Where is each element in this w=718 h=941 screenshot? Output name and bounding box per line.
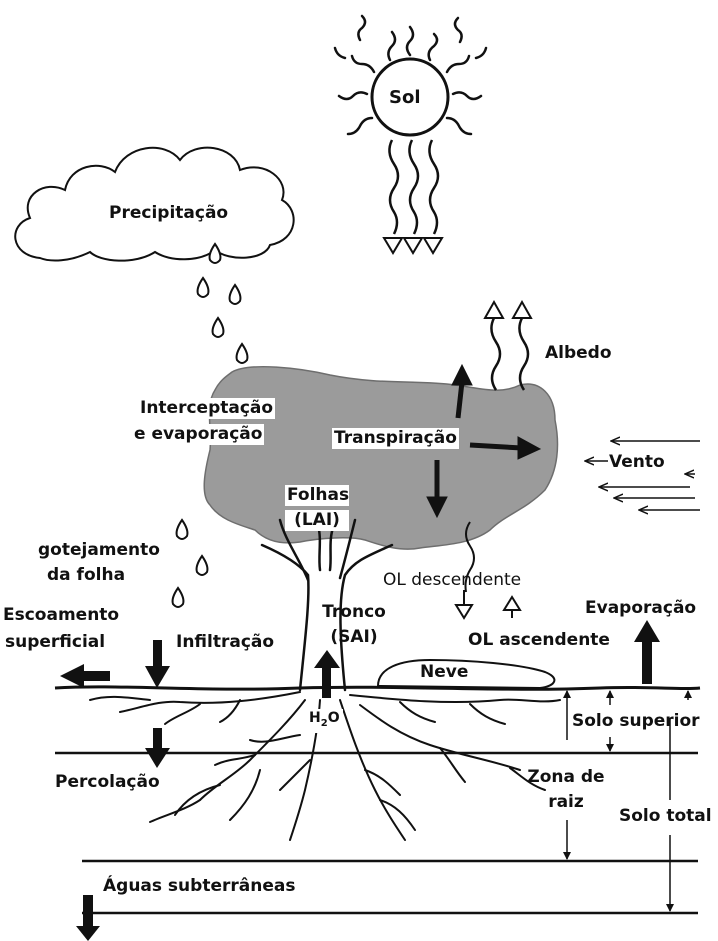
- interception-label: Interceptação: [138, 398, 275, 419]
- interception-evaporation-label: e evaporação: [132, 424, 264, 445]
- leaves-label: Folhas: [285, 485, 349, 506]
- topsoil-label: Solo superior: [572, 711, 700, 732]
- wind-label: Vento: [609, 452, 665, 473]
- groundwater-arrow: [76, 895, 100, 941]
- total-soil-label: Solo total: [617, 806, 714, 827]
- sun: [335, 16, 486, 253]
- precipitation-label: Precipitação: [109, 203, 228, 224]
- trunk-label: Tronco: [318, 602, 390, 623]
- leaf-drip-label-1: gotejamento: [38, 540, 160, 561]
- transpiration-label: Transpiração: [332, 428, 459, 449]
- percolation-arrow: [145, 728, 170, 768]
- runoff-label-2: superficial: [5, 632, 105, 653]
- albedo-arrows: [485, 302, 531, 390]
- groundwater-label: Águas subterrâneas: [103, 876, 295, 897]
- albedo-label: Albedo: [545, 343, 612, 364]
- evaporation-label: Evaporação: [585, 598, 696, 619]
- percolation-label: Percolação: [55, 772, 160, 793]
- runoff-label-1: Escoamento: [3, 605, 119, 626]
- canopy: [204, 367, 557, 549]
- ol-down-label: OL descendente: [383, 570, 521, 591]
- runoff-arrow: [60, 664, 110, 688]
- infiltration-arrow: [145, 640, 170, 688]
- ground-line: [55, 687, 700, 689]
- trunk-arrow: [314, 650, 340, 698]
- sai-label: (SAI): [318, 627, 390, 648]
- leaf-drip-label-2: da folha: [47, 565, 125, 586]
- root-zone-label-2: raiz: [518, 792, 614, 813]
- lai-label: (LAI): [285, 510, 349, 531]
- sun-label: Sol: [389, 87, 421, 108]
- snow-label: Neve: [420, 662, 468, 683]
- h2o-label: H2O: [306, 709, 343, 733]
- ol-up-label: OL ascendente: [468, 630, 610, 651]
- evaporation-arrow: [634, 620, 660, 684]
- infiltration-label: Infiltração: [176, 632, 274, 653]
- root-zone-label-1: Zona de: [518, 767, 614, 788]
